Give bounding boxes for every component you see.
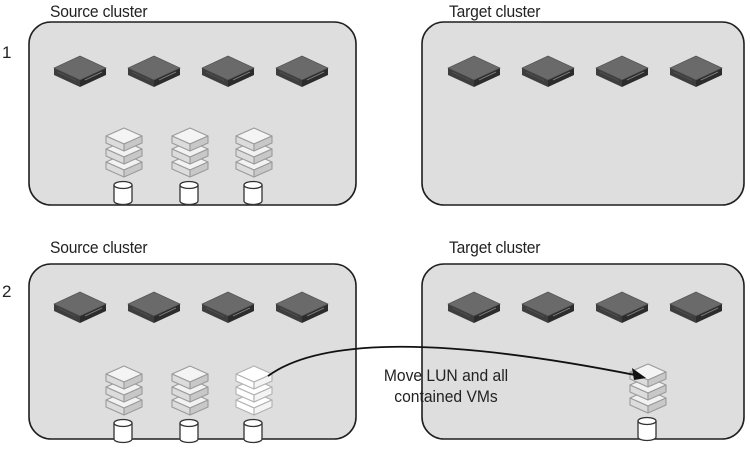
lun-icon xyxy=(113,418,133,444)
move-arrow xyxy=(267,345,641,377)
target-cluster-box-2 xyxy=(421,263,745,440)
vm-stack-icon xyxy=(105,127,143,178)
source-cluster-label-2: Source cluster xyxy=(50,238,148,257)
vm-stack-icon xyxy=(235,127,273,178)
lun-icon xyxy=(179,418,199,444)
lun-icon xyxy=(113,180,133,206)
step-number-1: 1 xyxy=(2,43,12,62)
vm-stack-icon xyxy=(171,365,209,416)
move-annotation: Move LUN and all contained VMs xyxy=(372,365,519,407)
target-cluster-label-2: Target cluster xyxy=(449,238,541,257)
move-annotation-line2: contained VMs xyxy=(394,387,498,406)
lun-moving-icon xyxy=(243,418,263,444)
source-cluster-label-1: Source cluster xyxy=(50,2,148,21)
vm-stack-icon xyxy=(105,365,143,416)
step-number-2: 2 xyxy=(2,282,12,301)
target-cluster-label-1: Target cluster xyxy=(449,2,541,21)
source-cluster-box-1 xyxy=(28,21,357,206)
vm-stack-icon xyxy=(171,127,209,178)
vm-stack-moving-icon xyxy=(235,365,273,416)
target-cluster-box-1 xyxy=(421,21,745,206)
lun-icon xyxy=(243,180,263,206)
arrow-head-icon xyxy=(632,368,646,380)
lun-migrated-icon xyxy=(637,416,657,442)
lun-icon xyxy=(179,180,199,206)
move-annotation-line1: Move LUN and all xyxy=(383,366,509,385)
